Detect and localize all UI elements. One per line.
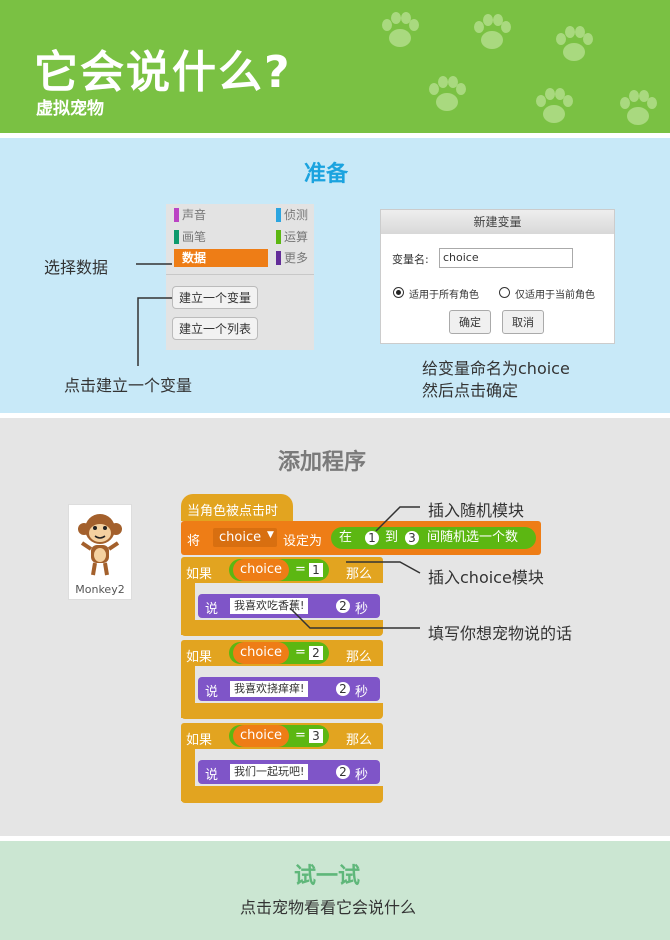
- say-for-secs-block[interactable]: 说 我喜欢吃香蕉! 2 秒: [198, 594, 380, 618]
- if-then-block[interactable]: 如果 choice = 1 那么: [181, 557, 383, 583]
- say-secs-input[interactable]: 2: [336, 599, 350, 613]
- if-then-block[interactable]: 如果 choice = 2 那么: [181, 640, 383, 666]
- block-palette: 声音 侦测 画笔 运算 数据 更多 建立一个变量 建立一个列表: [166, 204, 314, 350]
- equals-operator[interactable]: choice = 1: [229, 559, 329, 581]
- if-block-end: [181, 703, 383, 719]
- make-variable-button[interactable]: 建立一个变量: [172, 286, 259, 309]
- annotation-name-line1: 给变量命名为choice: [422, 359, 570, 378]
- paw-icon: [536, 88, 573, 123]
- monkey-icon: [78, 514, 122, 576]
- if-then-block[interactable]: 如果 choice = 3 那么: [181, 723, 383, 749]
- annotation-choice-block: 插入choice模块: [428, 568, 544, 587]
- radio-this-sprite-label: 仅适用于当前角色: [515, 290, 595, 301]
- category-pen[interactable]: 画笔: [174, 228, 206, 246]
- annotation-random-block: 插入随机模块: [428, 501, 525, 520]
- equals-operator[interactable]: choice = 3: [229, 725, 329, 747]
- paw-icon: [556, 26, 593, 61]
- prepare-pointer-lines: [136, 263, 172, 366]
- random-from-input[interactable]: 1: [365, 531, 379, 545]
- radio-all-sprites[interactable]: [393, 287, 404, 298]
- dialog-title: 新建变量: [381, 210, 614, 234]
- choice-variable-reporter[interactable]: choice: [233, 642, 289, 664]
- cancel-button[interactable]: 取消: [502, 310, 544, 334]
- say-message-input[interactable]: 我喜欢挠痒痒!: [230, 681, 309, 697]
- page-title: 它会说什么?: [34, 47, 292, 98]
- say-secs-input[interactable]: 2: [336, 765, 350, 779]
- say-for-secs-block[interactable]: 说 我喜欢挠痒痒! 2 秒: [198, 677, 380, 701]
- paw-icon: [429, 76, 466, 111]
- try-it-text: 点击宠物看看它会说什么: [240, 898, 417, 917]
- prepare-title: 准备: [304, 162, 349, 187]
- divider: [166, 274, 314, 275]
- ok-button[interactable]: 确定: [449, 310, 491, 334]
- variable-dropdown[interactable]: choice ▼: [213, 528, 277, 547]
- try-it-section: [0, 841, 670, 940]
- pick-random-block[interactable]: 在 1 到 3 间随机选一个数: [331, 527, 536, 549]
- choice-variable-reporter[interactable]: choice: [233, 725, 289, 747]
- variable-name-label: 变量名:: [392, 253, 429, 266]
- program-pointer-lines: [289, 506, 421, 629]
- say-message-input[interactable]: 我们一起玩吧!: [230, 764, 309, 780]
- category-data[interactable]: 数据: [174, 249, 268, 267]
- category-sensing[interactable]: 侦测: [276, 206, 308, 224]
- compare-value-input[interactable]: 3: [309, 729, 323, 743]
- set-variable-block[interactable]: 将 choice ▼ 设定为 在 1 到 3 间随机选一个数: [181, 521, 541, 555]
- say-for-secs-block[interactable]: 说 我们一起玩吧! 2 秒: [198, 760, 380, 784]
- compare-value-input[interactable]: 2: [309, 646, 323, 660]
- chevron-down-icon: ▼: [267, 530, 274, 540]
- category-more[interactable]: 更多: [276, 249, 308, 267]
- category-sound[interactable]: 声音: [174, 206, 206, 224]
- annotation-choose-data: 选择数据: [44, 258, 109, 277]
- paw-icon: [620, 90, 657, 125]
- paw-icon: [382, 12, 419, 47]
- paw-icon: [474, 14, 511, 49]
- annotation-name-line2: 然后点击确定: [422, 381, 519, 400]
- new-variable-dialog: 新建变量 变量名: choice 适用于所有角色 仅适用于当前角色 确定 取消: [380, 209, 615, 344]
- sprite-name: Monkey2: [75, 583, 125, 596]
- annotation-fill-words: 填写你想宠物说的话: [428, 624, 573, 643]
- try-it-title: 试一试: [294, 864, 361, 889]
- equals-operator[interactable]: choice = 2: [229, 642, 329, 664]
- choice-variable-reporter[interactable]: choice: [233, 559, 289, 581]
- radio-this-sprite[interactable]: [499, 287, 510, 298]
- add-program-title: 添加程序: [278, 450, 367, 475]
- page-subtitle: 虚拟宠物: [36, 99, 104, 119]
- annotation-click-make: 点击建立一个变量: [64, 376, 193, 395]
- if-block-end: [181, 786, 383, 803]
- random-to-input[interactable]: 3: [405, 531, 419, 545]
- variable-name-input[interactable]: choice: [439, 248, 573, 268]
- when-clicked-hat-block[interactable]: 当角色被点击时: [181, 494, 293, 521]
- make-list-button[interactable]: 建立一个列表: [172, 317, 259, 340]
- radio-all-sprites-label: 适用于所有角色: [409, 290, 479, 301]
- say-message-input[interactable]: 我喜欢吃香蕉!: [230, 598, 309, 614]
- sprite-thumbnail[interactable]: Monkey2: [68, 504, 132, 600]
- if-block-end: [181, 620, 383, 636]
- compare-value-input[interactable]: 1: [309, 563, 323, 577]
- category-operators[interactable]: 运算: [276, 228, 308, 246]
- say-secs-input[interactable]: 2: [336, 682, 350, 696]
